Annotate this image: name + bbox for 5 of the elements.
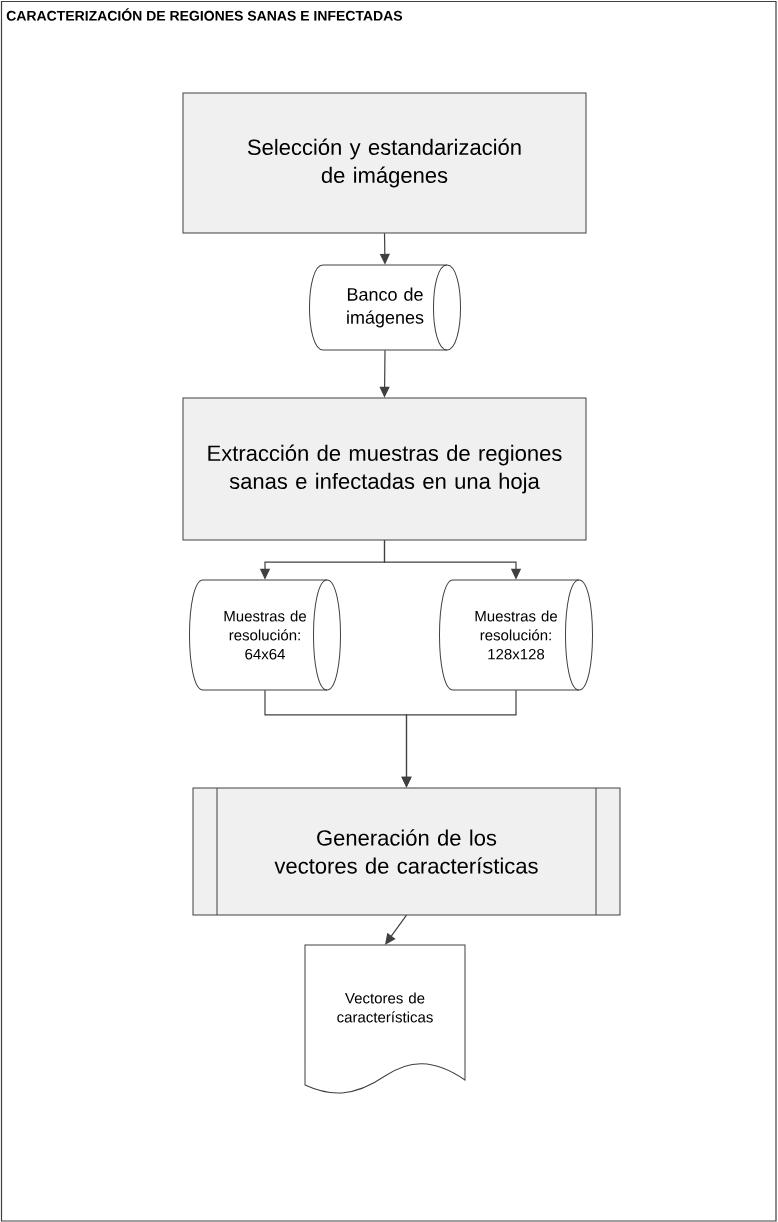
arrow [385,914,408,945]
process-box: Selección y estandarización de imágenes [182,92,587,234]
diagram-title: CARACTERIZACIÓN DE REGIONES SANAS E INFECTADAS [6,8,403,21]
predefined-process-box: Generación de los vectores de características [192,787,621,916]
process-box: Extracción de muestras de regiones sanas e infectadas en una hoja [182,397,587,541]
